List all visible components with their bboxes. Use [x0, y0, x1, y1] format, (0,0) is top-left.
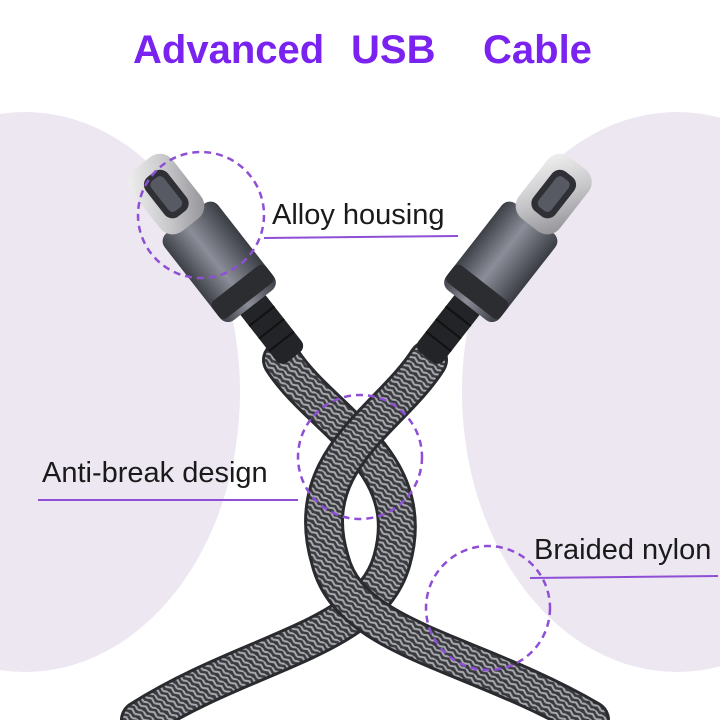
- callout-circle-braid: [424, 544, 552, 672]
- callout-anti-break: [38, 393, 424, 521]
- title-word-advanced: Advanced: [133, 28, 325, 72]
- braided-cable: [120, 340, 610, 720]
- page-title: Advanced USB Cable: [0, 26, 720, 266]
- callout-circle-anti: [296, 393, 424, 521]
- callout-label-anti-break-design: Anti-break design: [42, 457, 268, 489]
- left-connector: [128, 153, 304, 364]
- right-connector: [416, 153, 592, 364]
- title-word-cable: Cable: [483, 28, 592, 72]
- callout-label-alloy-housing: Alloy housing: [272, 199, 445, 231]
- callout-line-alloy: [263, 235, 459, 239]
- callout-alloy-housing: [136, 150, 459, 280]
- callout-braided-nylon: [424, 544, 719, 672]
- callout-label-braided-nylon: Braided nylon: [534, 534, 712, 566]
- callout-circle-alloy: [136, 150, 266, 280]
- callout-line-braid: [529, 575, 719, 579]
- title-word-usb: USB: [351, 28, 436, 72]
